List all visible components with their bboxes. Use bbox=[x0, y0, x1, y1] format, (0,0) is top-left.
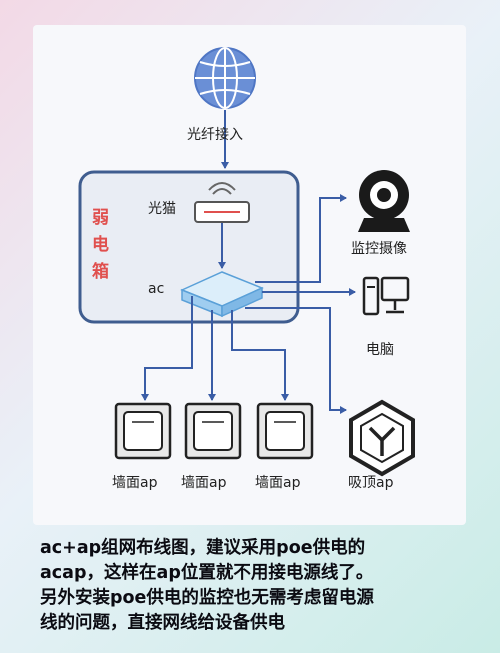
wall-ap-1-icon bbox=[114, 402, 172, 460]
wall-ap-2-icon bbox=[184, 402, 242, 460]
ac-to-wall-ap-3-line bbox=[231, 310, 289, 401]
caption-line-1: ac+ap组网布线图，建议采用poe供电的 bbox=[40, 538, 366, 558]
wall-ap-3-label: 墙面ap bbox=[255, 475, 301, 491]
ac-to-camera-line bbox=[255, 194, 347, 283]
ceiling-ap-label: 吸顶ap bbox=[348, 475, 394, 491]
caption-line-3: 另外安装poe供电的监控也无需考虑留电源 bbox=[40, 588, 374, 608]
camera-label: 监控摄像 bbox=[351, 241, 407, 257]
pc-label: 电脑 bbox=[366, 342, 394, 358]
caption-line-2: acap，这样在ap位置就不用接电源线了。 bbox=[40, 563, 374, 583]
title-char-1: 弱 bbox=[92, 208, 109, 228]
title-char-2: 电 bbox=[92, 235, 109, 255]
modem-label: 光猫 bbox=[148, 201, 176, 217]
wall-ap-1-label: 墙面ap bbox=[112, 475, 158, 491]
weak-current-box-title: 弱 电 箱 bbox=[92, 205, 114, 286]
ac-label: ac bbox=[148, 281, 165, 297]
caption: ac+ap组网布线图，建议采用poe供电的 acap，这样在ap位置就不用接电源… bbox=[40, 536, 480, 636]
ac-to-wall-ap-1-line bbox=[141, 296, 193, 401]
pc-icon bbox=[362, 276, 410, 316]
caption-line-4: 线的问题，直接网线给设备供电 bbox=[40, 613, 285, 633]
wall-ap-3-icon bbox=[256, 402, 314, 460]
fiber-input-label: 光纤接入 bbox=[187, 127, 243, 143]
camera-icon bbox=[358, 170, 410, 232]
ceiling-ap-icon bbox=[349, 399, 415, 477]
title-char-3: 箱 bbox=[92, 262, 109, 282]
wall-ap-2-label: 墙面ap bbox=[181, 475, 227, 491]
ac-to-ceiling-ap-line bbox=[245, 307, 347, 414]
modem-icon bbox=[194, 182, 250, 223]
globe-icon bbox=[194, 47, 256, 109]
